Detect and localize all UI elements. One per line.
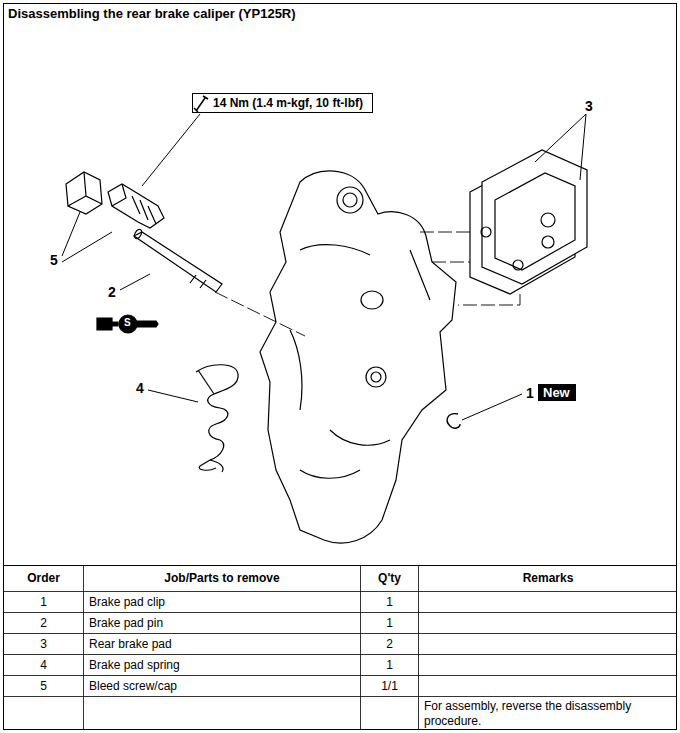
table-cell: 3	[4, 634, 83, 654]
table-header-cell: Remarks	[419, 566, 677, 591]
table-cell: Brake pad spring	[84, 655, 360, 675]
table-cell: Bleed screw/cap	[84, 676, 360, 696]
table-cell: 2	[4, 613, 83, 633]
table-cell: Brake pad pin	[84, 613, 360, 633]
table-header-cell: Job/Parts to remove	[84, 566, 360, 591]
table-cell: 1	[361, 592, 418, 612]
table-cell: 1	[361, 613, 418, 633]
grease-symbol-letter: S	[124, 317, 131, 328]
table-cell: 4	[4, 655, 83, 675]
table-cell: 1	[361, 655, 418, 675]
table-cell: 2	[361, 634, 418, 654]
table-cell: 5	[4, 676, 83, 696]
node-text: 14 Nm (1.4 m-kgf, 10 ft-lbf)	[213, 96, 367, 110]
callout-number: 2	[108, 284, 116, 300]
node-text: New	[543, 385, 571, 400]
callout-number: 5	[50, 252, 58, 268]
table-cell: 1	[4, 592, 83, 612]
callout-number: 3	[585, 98, 593, 114]
callout-number: 4	[136, 380, 144, 396]
new-part-badge: New	[538, 384, 576, 401]
table-cell: Brake pad clip	[84, 592, 360, 612]
table-header-cell: Q'ty	[361, 566, 418, 591]
callout-number: 1	[526, 385, 534, 401]
table-cell: Rear brake pad	[84, 634, 360, 654]
torque-box: 14 Nm (1.4 m-kgf, 10 ft-lbf)	[192, 93, 373, 113]
table-header-cell: Order	[4, 566, 83, 591]
page-title: Disassembling the rear brake caliper (YP…	[8, 6, 296, 21]
table-cell: For assembly, reverse the disassembly pr…	[419, 697, 677, 730]
table-cell: 1/1	[361, 676, 418, 696]
